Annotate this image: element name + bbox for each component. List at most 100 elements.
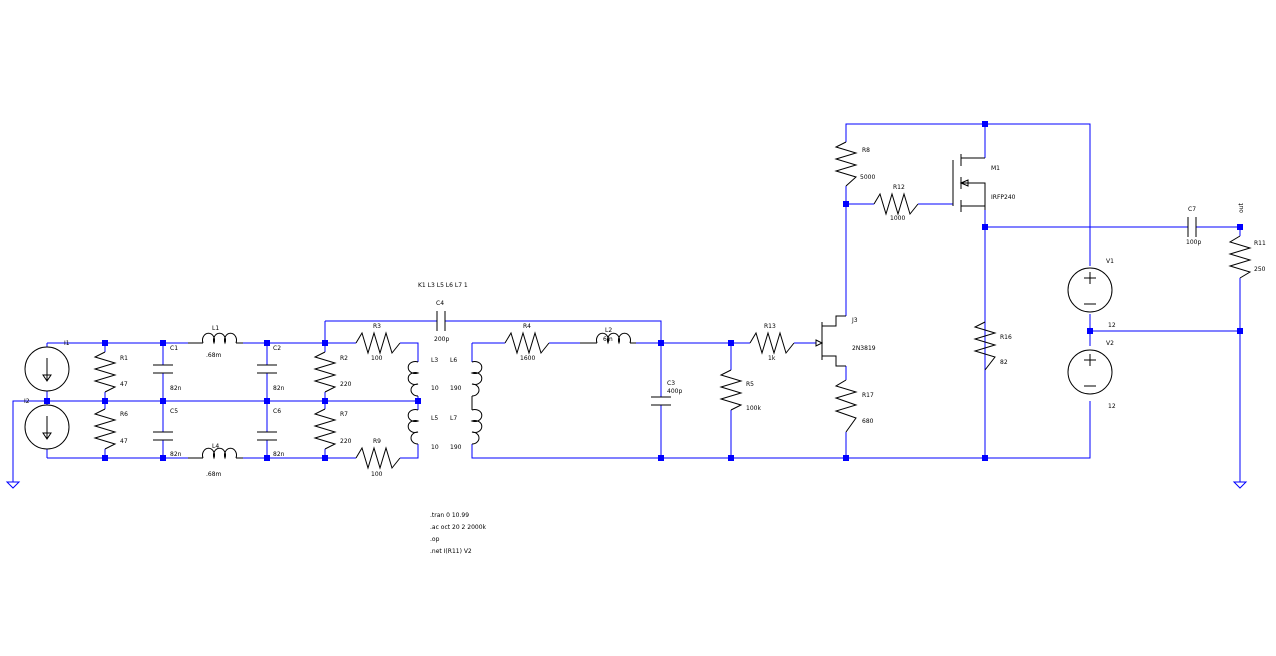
label-r12-name: R12 [893,184,905,191]
resistor-r16[interactable] [973,321,997,371]
label-coupling: K1 L3 L5 L6 L7 1 [418,282,468,289]
label-r8-name: R8 [862,147,870,154]
resistor-r8[interactable] [834,141,858,187]
inductor-l6[interactable] [470,361,483,410]
label-c5-value: 82n [170,451,182,458]
capacitor-c1[interactable] [153,364,173,374]
label-l2-name: L2 [605,327,612,334]
junction-dots [44,121,1243,461]
label-r5-value: 100k [746,405,761,412]
capacitor-c7[interactable] [1187,217,1197,237]
label-c7-value: 100p [1186,239,1201,246]
resistor-r6[interactable] [93,408,117,450]
resistor-r2[interactable] [313,351,337,393]
directive-net: .net I(R11) V2 [430,548,472,555]
label-r1-name: R1 [120,355,128,362]
label-v2-value: 12 [1108,403,1116,410]
label-c7-name: C7 [1188,206,1196,213]
label-v1-name: V1 [1106,258,1114,265]
label-i2: I2 [24,398,30,405]
label-c6-name: C6 [273,408,281,415]
label-c3-value: 400p [667,388,682,395]
label-r12-value: 1000 [890,215,905,222]
label-c4-name: C4 [436,300,444,307]
label-v1-value: 12 [1108,322,1116,329]
inductor-l1[interactable] [188,332,243,345]
resistor-r12[interactable] [873,192,919,216]
resistor-r17[interactable] [834,379,858,433]
resistor-r5[interactable] [719,369,743,411]
label-c1-value: 82n [170,385,182,392]
inductor-l7[interactable] [470,409,483,445]
label-r9-name: R9 [373,438,381,445]
label-r13-value: 1k [768,355,776,362]
label-m1-value: IRFP240 [991,194,1016,201]
label-r4-value: 1600 [520,355,535,362]
jfet-j3[interactable] [815,315,846,367]
label-out: out [1238,203,1245,213]
label-r6-value: 47 [120,438,128,445]
voltage-source-v2[interactable] [1067,349,1113,395]
capacitor-c3[interactable] [651,396,671,406]
label-r7-value: 220 [340,438,352,445]
inductor-l3[interactable] [407,361,420,397]
label-l3-value: 10 [431,385,439,392]
label-r11-name: R11 [1254,240,1266,247]
label-l7-name: L7 [450,415,457,422]
resistor-r11[interactable] [1228,235,1252,279]
label-r2-name: R2 [340,355,348,362]
label-r11-value: 250 [1254,266,1266,273]
mosfet-m1[interactable] [952,154,986,212]
label-l7-value: 190 [450,444,462,451]
label-l6-name: L6 [450,357,457,364]
directive-ac: .ac oct 20 2 2000k [430,524,487,531]
label-r17-value: 680 [862,418,874,425]
label-c2-name: C2 [273,345,281,352]
label-r6-name: R6 [120,411,128,418]
label-r16-name: R16 [1000,334,1012,341]
resistor-r9[interactable] [355,446,401,470]
resistor-r4[interactable] [504,331,550,355]
inductor-l4[interactable] [188,447,243,460]
label-l1-value: .68m [206,352,222,359]
resistor-r7[interactable] [313,408,337,450]
component-labels: I1 I2 R1 47 R6 47 C1 82n C5 82n L1 .68m … [24,147,1266,478]
resistor-r13[interactable] [749,331,795,355]
label-l5-value: 10 [431,444,439,451]
label-c3-name: C3 [667,380,675,387]
label-r4-name: R4 [523,323,531,330]
label-i1: I1 [64,340,70,347]
label-r8-value: 5000 [860,174,875,181]
capacitor-c4[interactable] [436,311,446,331]
label-r9-value: 100 [371,471,383,478]
label-c2-value: 82n [273,385,285,392]
label-r13-name: R13 [764,323,776,330]
label-r7-name: R7 [340,411,348,418]
label-c4-value: 200p [434,336,449,343]
label-l1-name: L1 [212,325,219,332]
inductor-l5[interactable] [407,409,420,445]
inductor-l2[interactable] [580,332,636,345]
capacitor-c2[interactable] [257,364,277,374]
label-l6-value: 190 [450,385,462,392]
capacitor-c6[interactable] [257,431,277,441]
current-source-i1[interactable] [24,346,70,392]
label-c1-name: C1 [170,345,178,352]
resistor-r1[interactable] [93,351,117,393]
resistor-r3[interactable] [355,331,401,355]
directive-op: .op [430,536,440,543]
label-r5-name: R5 [746,381,754,388]
label-r17-name: R17 [862,392,874,399]
voltage-source-v1[interactable] [1067,267,1113,313]
label-c5-name: C5 [170,408,178,415]
label-j3-value: 2N3819 [852,345,876,352]
label-c6-value: 82n [273,451,285,458]
capacitor-c5[interactable] [153,431,173,441]
label-r1-value: 47 [120,381,128,388]
simulation-directives[interactable]: .tran 0 10.99 .ac oct 20 2 2000k .op .ne… [430,512,487,555]
label-l4-value: .68m [206,471,222,478]
label-r3-value: 100 [371,355,383,362]
label-m1-name: M1 [991,165,1000,172]
current-source-i2[interactable] [24,404,70,450]
